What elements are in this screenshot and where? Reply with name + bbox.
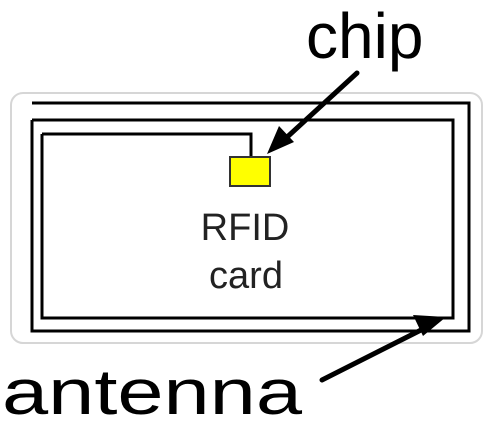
antenna-coil-middle [32,118,455,320]
chip [229,156,271,187]
chip-arrow-shaft [282,70,360,142]
chip-arrow-head [267,126,294,154]
card-body [10,92,483,344]
antenna-coil-inner [42,132,253,158]
card-label-line1: RFID [201,207,290,249]
chip-label: chip [306,0,423,72]
antenna-label: antenna [2,356,303,425]
antenna-arrow-shaft [319,325,428,383]
antenna-arrow-head [413,315,446,336]
card-label-line2: card [209,255,283,297]
